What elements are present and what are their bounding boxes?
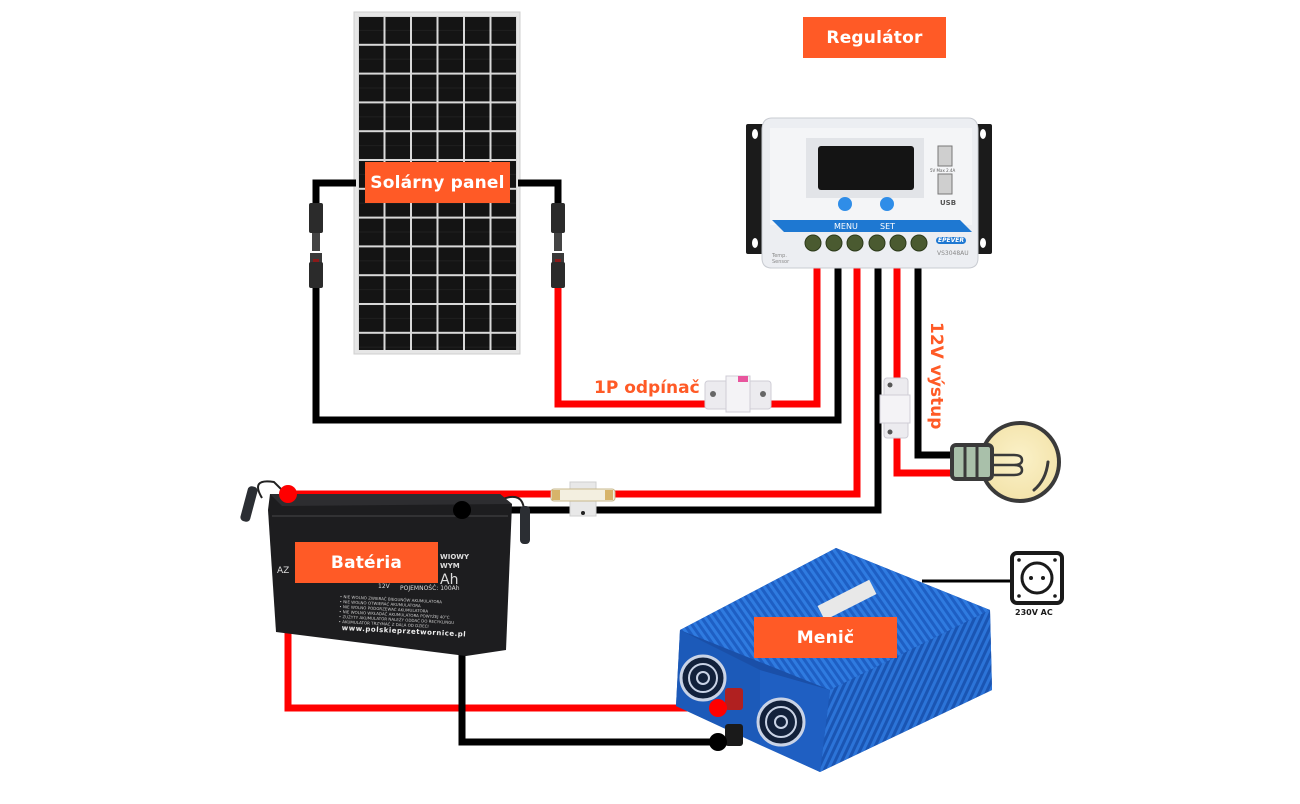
- battery-side-text: AZ: [277, 566, 290, 576]
- mc4-connector-left: [309, 203, 323, 288]
- negative-terminal: [725, 724, 743, 746]
- temp-sensor-label: Temp. Sensor: [772, 253, 790, 265]
- usb-label: USB: [940, 199, 957, 207]
- regulator-label: Regulátor: [803, 17, 946, 58]
- model-label: VS3048AU: [937, 250, 969, 257]
- fan-right-icon: [756, 697, 806, 747]
- socket-label: 230V AC: [1015, 608, 1053, 617]
- controller-display: [818, 146, 914, 190]
- battery-capacity-line: POJEMNOŚĆ: 100Ah: [400, 585, 460, 592]
- fan-left-icon: [679, 654, 727, 702]
- menu-label: MENU: [834, 222, 858, 231]
- battery-type-1: WIOWY: [440, 553, 470, 561]
- light-bulb-icon: [950, 421, 1061, 503]
- set-label: SET: [880, 222, 896, 231]
- set-knob[interactable]: [880, 197, 894, 211]
- solar-panel-label: Solárny panel: [365, 162, 510, 203]
- battery-capacity-big: Ah: [440, 572, 459, 588]
- charge-controller: [746, 117, 992, 269]
- inline-fuse[interactable]: [550, 481, 616, 517]
- solar-positive-wire: [554, 262, 821, 408]
- battery-voltage: 12V: [378, 583, 390, 590]
- solar-positive-wire-top: [518, 179, 562, 205]
- positive-terminal: [725, 688, 743, 710]
- inverter-label: Menič: [754, 617, 897, 658]
- battery-label: Batéria: [295, 542, 438, 583]
- mc4-connector-right: [551, 203, 565, 288]
- load-negative-wire: [914, 262, 960, 459]
- breaker-solar[interactable]: [704, 375, 772, 413]
- output-12v-label: 12V výstup: [926, 322, 946, 430]
- brand-logo: EPEVER: [936, 237, 966, 244]
- solar-negative-wire: [312, 179, 842, 424]
- menu-knob[interactable]: [838, 197, 852, 211]
- breaker-label: 1P odpínač: [594, 378, 700, 398]
- usb-spec: 5V Max 2.4A: [930, 168, 956, 173]
- terminal-block: [804, 234, 928, 252]
- load-positive-wire: [893, 262, 960, 477]
- breaker-load[interactable]: [879, 377, 911, 439]
- socket-icon: [1010, 551, 1064, 605]
- battery-type-2: WYM: [440, 562, 460, 570]
